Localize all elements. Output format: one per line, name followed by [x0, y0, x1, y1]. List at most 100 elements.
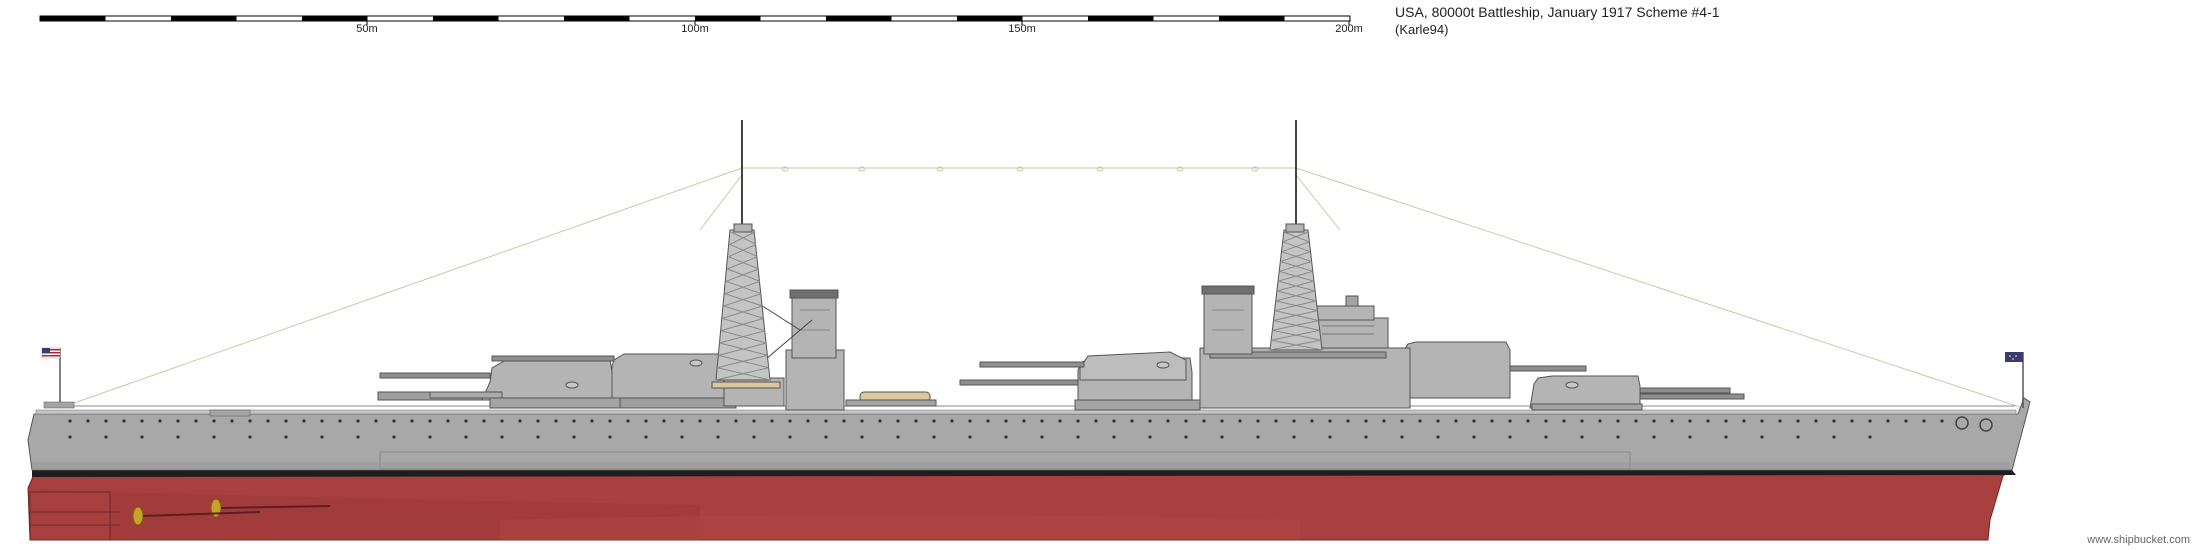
porthole: [932, 435, 936, 439]
porthole: [1400, 419, 1404, 423]
porthole: [1760, 419, 1764, 423]
porthole: [320, 419, 324, 423]
aerial-spreaders: [781, 166, 1259, 172]
porthole: [1580, 435, 1584, 439]
lattice-strut: [1276, 280, 1314, 292]
porthole: [932, 419, 936, 423]
porthole: [86, 419, 90, 423]
porthole: [1436, 435, 1440, 439]
porthole: [1742, 419, 1746, 423]
porthole: [1310, 419, 1314, 423]
porthole: [1148, 419, 1152, 423]
porthole: [788, 435, 792, 439]
porthole: [1724, 435, 1728, 439]
porthole: [1526, 419, 1530, 423]
porthole: [1508, 419, 1512, 423]
porthole: [410, 419, 414, 423]
porthole: [1220, 419, 1224, 423]
turret-aft-low: [377, 359, 615, 401]
porthole: [1562, 419, 1566, 423]
porthole: [626, 419, 630, 423]
porthole: [1472, 419, 1476, 423]
lattice-strut: [729, 243, 758, 258]
porthole: [968, 435, 972, 439]
porthole: [212, 419, 216, 423]
porthole: [140, 435, 144, 439]
porthole: [1148, 435, 1152, 439]
hull-boot-top: [32, 470, 2016, 477]
porthole: [1328, 435, 1332, 439]
union-jack-icon: [2005, 352, 2023, 362]
porthole: [590, 419, 594, 423]
scale-segment: [40, 16, 106, 21]
porthole: [824, 435, 828, 439]
porthole: [176, 419, 180, 423]
porthole: [536, 419, 540, 423]
porthole: [1616, 419, 1620, 423]
porthole: [824, 419, 828, 423]
porthole: [1760, 435, 1764, 439]
porthole: [1166, 419, 1170, 423]
porthole: [1112, 435, 1116, 439]
hull-side-grey: [27, 397, 2031, 471]
scale-segment: [433, 16, 499, 21]
porthole: [698, 419, 702, 423]
porthole: [1454, 419, 1458, 423]
hull: [27, 397, 2031, 541]
porthole: [464, 419, 468, 423]
porthole: [1004, 419, 1008, 423]
porthole: [1184, 435, 1188, 439]
porthole: [1796, 435, 1800, 439]
porthole: [122, 419, 126, 423]
lattice-strut: [722, 305, 763, 319]
lattice-strut: [1269, 339, 1321, 351]
porthole: [896, 435, 900, 439]
scale-segment: [302, 16, 368, 21]
porthole: [1382, 419, 1386, 423]
porthole: [392, 435, 396, 439]
porthole: [1688, 435, 1692, 439]
porthole: [1652, 419, 1656, 423]
author-credit: (Karle94): [1395, 22, 1449, 37]
portholes: [68, 419, 1944, 439]
porthole: [104, 419, 108, 423]
scale-label-50m: 50m: [356, 23, 378, 35]
stern-gear: [29, 491, 331, 541]
porthole: [1184, 419, 1188, 423]
porthole: [1040, 419, 1044, 423]
porthole: [1256, 435, 1260, 439]
site-watermark: www.shipbucket.com: [2087, 534, 2190, 546]
porthole: [1778, 419, 1782, 423]
funnel-aft: [789, 289, 839, 359]
porthole: [680, 435, 684, 439]
porthole: [1004, 435, 1008, 439]
scale-bar-segments: [40, 16, 1285, 21]
porthole: [1400, 435, 1404, 439]
porthole: [860, 435, 864, 439]
scale-segment: [1088, 16, 1154, 21]
us-flag-icon: [41, 347, 61, 359]
porthole: [482, 419, 486, 423]
porthole: [968, 419, 972, 423]
porthole: [734, 419, 738, 423]
scale-label-200m: 200m: [1335, 23, 1363, 35]
lattice-strut: [720, 317, 764, 332]
porthole: [572, 435, 576, 439]
porthole: [194, 419, 198, 423]
rigging: [59, 167, 2024, 409]
scale-segment: [695, 16, 761, 21]
porthole: [1796, 419, 1800, 423]
porthole: [950, 419, 954, 423]
porthole: [428, 435, 432, 439]
porthole: [1022, 419, 1026, 423]
scale-segment: [564, 16, 630, 21]
porthole: [896, 419, 900, 423]
porthole: [1472, 435, 1476, 439]
porthole: [986, 419, 990, 423]
lattice-fore: [1269, 231, 1323, 351]
shafts: [142, 505, 331, 517]
lattice-strut: [723, 293, 762, 307]
lattice-strut: [1279, 261, 1312, 272]
porthole: [1544, 419, 1548, 423]
scale-segment: [957, 16, 1023, 21]
